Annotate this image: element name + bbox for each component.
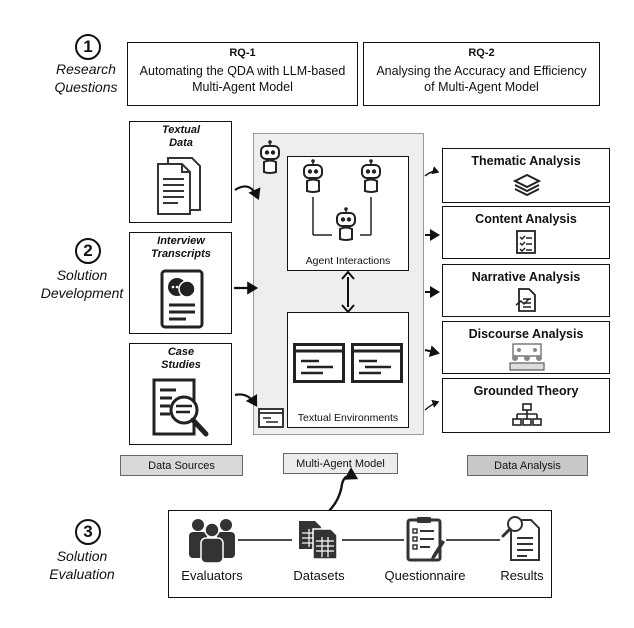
data-sources-label: Data Sources bbox=[120, 455, 243, 476]
window-icon bbox=[351, 343, 403, 383]
source-case-studies: Case Studies bbox=[129, 343, 232, 445]
people-icon bbox=[189, 519, 235, 564]
analysis-content: Content Analysis bbox=[442, 206, 610, 259]
source-case-studies-title: Case Studies bbox=[161, 346, 201, 371]
chat-document-icon bbox=[160, 269, 204, 329]
documents-icon bbox=[157, 157, 201, 215]
analysis-grounded: Grounded Theory bbox=[442, 378, 610, 433]
window-icon bbox=[258, 408, 284, 428]
step-2-number: 2 bbox=[75, 238, 101, 264]
magnifier-document-icon bbox=[152, 378, 209, 437]
analysis-thematic: Thematic Analysis bbox=[442, 148, 610, 203]
textual-environments-label: Textual Environments bbox=[297, 412, 399, 424]
evaluators-label: Evaluators bbox=[181, 568, 243, 583]
spreadsheet-icon bbox=[299, 521, 338, 560]
robot-icon bbox=[260, 140, 280, 174]
analysis-grounded-title: Grounded Theory bbox=[473, 384, 579, 398]
step-3-number: 3 bbox=[75, 519, 101, 545]
source-textual-data-title: Textual Data bbox=[161, 124, 201, 149]
rq-1-box: RQ-1 Automating the QDA with LLM-based M… bbox=[127, 42, 358, 106]
rq-2-box: RQ-2 Analysing the Accuracy and Efficien… bbox=[363, 42, 600, 106]
window-icon bbox=[293, 343, 345, 383]
analysis-content-title: Content Analysis bbox=[475, 212, 577, 226]
data-analysis-label: Data Analysis bbox=[467, 455, 588, 476]
datasets-label: Datasets bbox=[293, 568, 345, 583]
agent-connector-lines bbox=[312, 197, 372, 236]
step-1-label: Research Questions bbox=[54, 61, 118, 95]
results-icon bbox=[501, 516, 540, 561]
analysis-thematic-title: Thematic Analysis bbox=[471, 154, 581, 168]
results-label: Results bbox=[500, 568, 544, 583]
robot-icon bbox=[361, 159, 381, 193]
analysis-narrative-title: Narrative Analysis bbox=[471, 270, 581, 284]
multi-agent-model-label: Multi-Agent Model bbox=[283, 453, 398, 474]
discussion-icon bbox=[509, 343, 545, 371]
source-interview-transcripts-title: Interview Transcripts bbox=[151, 235, 211, 260]
questionnaire-label: Questionnaire bbox=[384, 568, 466, 583]
analysis-discourse-title: Discourse Analysis bbox=[468, 327, 584, 341]
rq-2-id: RQ-2 bbox=[468, 47, 495, 59]
textual-environments-box: Textual Environments bbox=[287, 312, 409, 428]
robot-icon bbox=[336, 207, 356, 241]
rq-2-text: Analysing the Accuracy and Efficiency of… bbox=[376, 64, 587, 94]
step-3-label: Solution Evaluation bbox=[49, 548, 115, 582]
step-1-number: 1 bbox=[75, 34, 101, 60]
rq-1-id: RQ-1 bbox=[229, 47, 256, 59]
step-2-label: Solution Development bbox=[40, 267, 124, 301]
checklist-icon bbox=[516, 230, 536, 254]
analysis-narrative: Narrative Analysis bbox=[442, 264, 610, 317]
source-interview-transcripts: Interview Transcripts bbox=[129, 232, 232, 334]
analysis-discourse: Discourse Analysis bbox=[442, 321, 610, 374]
hierarchy-icon bbox=[512, 403, 542, 426]
agent-interactions-label: Agent Interactions bbox=[305, 255, 391, 267]
clipboard-icon bbox=[406, 517, 445, 562]
source-textual-data: Textual Data bbox=[129, 121, 232, 223]
document-chart-icon bbox=[515, 288, 536, 312]
agent-interactions-box: Agent Interactions bbox=[287, 156, 409, 271]
rq-1-text: Automating the QDA with LLM-based Multi-… bbox=[139, 64, 346, 94]
robot-icon bbox=[303, 159, 323, 193]
layers-icon bbox=[512, 173, 542, 197]
